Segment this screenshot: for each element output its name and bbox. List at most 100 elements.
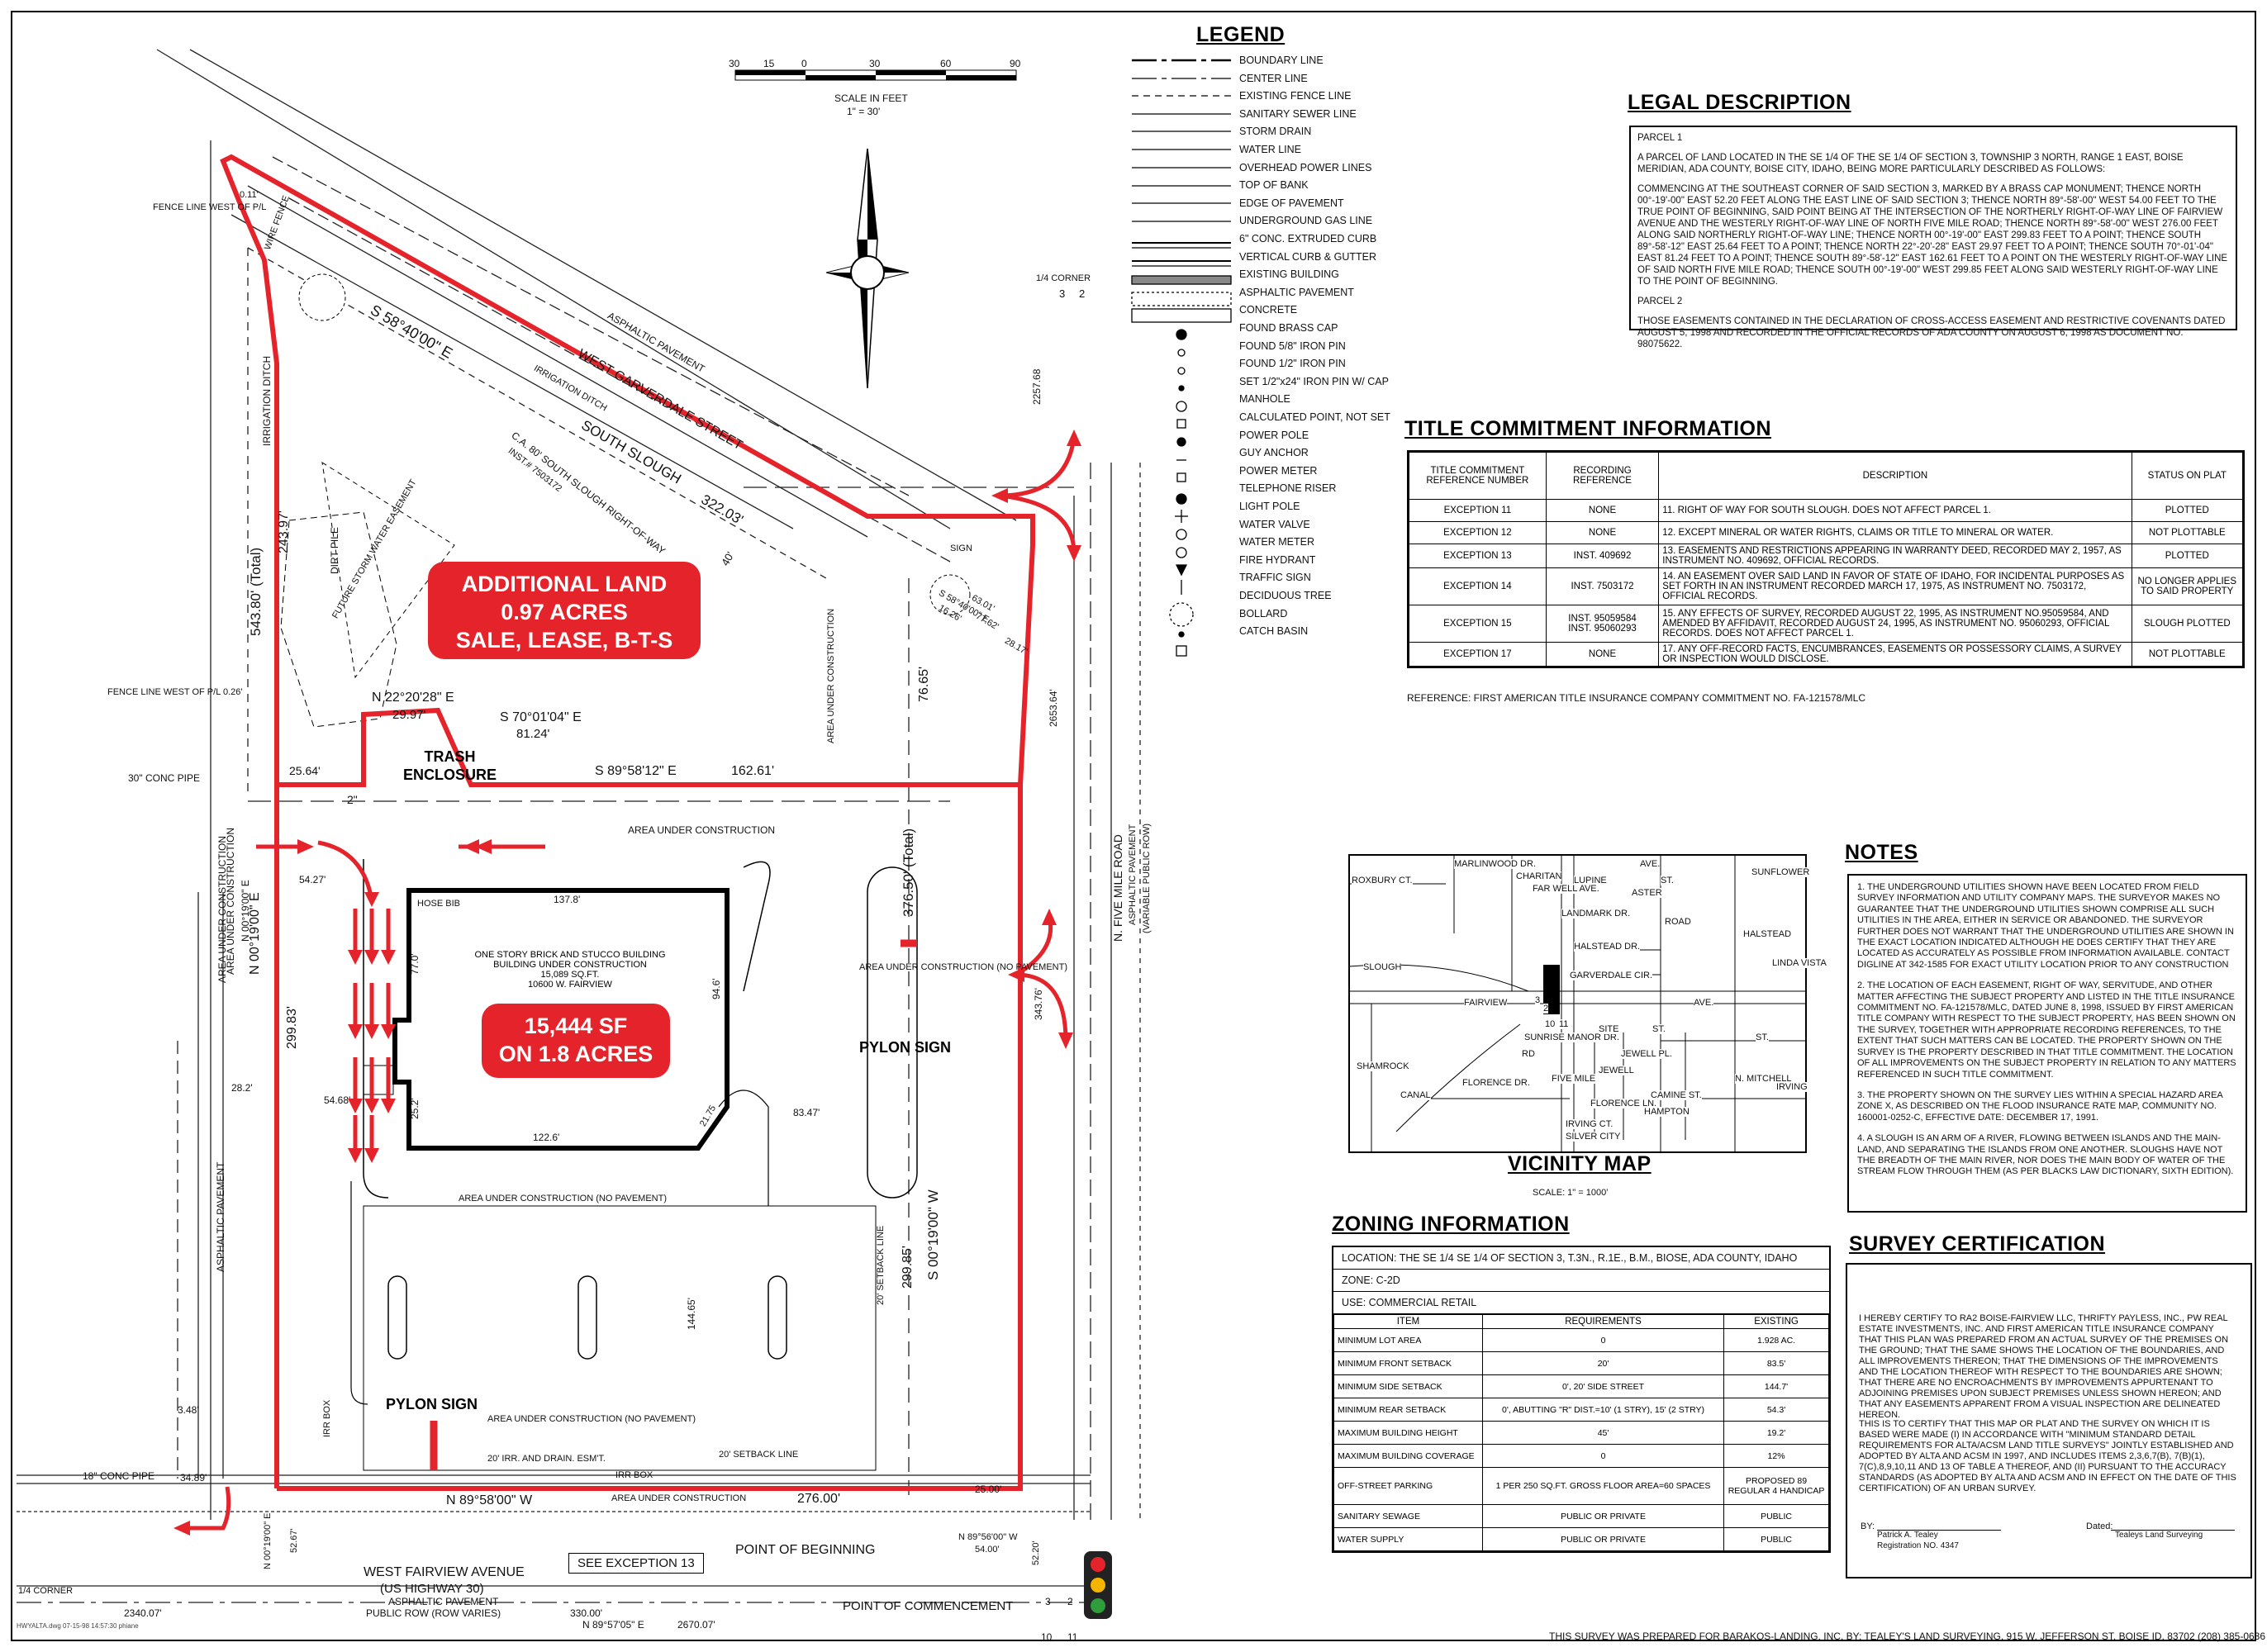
legal-parcel1-head: PARCEL 1	[1637, 133, 1683, 143]
zoning-cell: 54.3'	[1723, 1398, 1829, 1422]
tc-cell: 13. EASEMENTS AND RESTRICTIONS APPEARING…	[1658, 544, 2132, 568]
zoning-header-cell: REQUIREMENTS	[1481, 1314, 1725, 1329]
legend-title: LEGEND	[1196, 23, 1286, 46]
plan-label-d2500: 25.00'	[975, 1483, 1002, 1495]
plan-label-d299: 299.83'	[285, 1006, 299, 1049]
plan-label-d267007: 2670.07'	[677, 1619, 715, 1631]
plan-label-d234007: 2340.07'	[124, 1607, 162, 1619]
vicinity-title: VICINITY MAP	[1508, 1152, 1652, 1175]
zoning-cell: 144.7'	[1723, 1374, 1829, 1398]
plan-label-hose-bib: HOSE BIB	[417, 899, 460, 909]
legend-item: BOLLARD	[1239, 607, 1288, 620]
building-footprint	[392, 888, 730, 1151]
vicinity-label: CAMINE ST.	[1651, 1090, 1702, 1100]
plan-label-area-uc7: AREA UNDER CONSTRUCTION	[611, 1493, 747, 1503]
legend-item: CALCULATED POINT, NOT SET	[1239, 411, 1390, 423]
plan-label-d5400: 54.00'	[975, 1545, 1000, 1555]
scale-bar	[734, 69, 1017, 81]
plan-label-s0019: S 00°19'00" W	[925, 1189, 941, 1280]
see-exception-box: SEE EXCEPTION 13	[568, 1553, 704, 1574]
plan-label-three2: 3	[1059, 287, 1066, 300]
legal-parcel2-head: PARCEL 2	[1637, 297, 1683, 306]
plan-label-us-hwy: (US HIGHWAY 30)	[380, 1582, 484, 1596]
legend-item: POWER METER	[1239, 464, 1318, 477]
zoning-cell: PROPOSED 89 REGULAR 4 HANDICAP	[1723, 1467, 1829, 1505]
tc-cell: 14. AN EASEMENT OVER SAID LAND IN FAVOR …	[1658, 567, 2132, 605]
vicinity-label: JEWELL	[1599, 1066, 1634, 1075]
legend-item: MANHOLE	[1239, 393, 1290, 406]
plan-label-n8958: N 89°58'00" W	[446, 1493, 533, 1507]
legend-item: CATCH BASIN	[1239, 625, 1309, 638]
plan-label-fence-line: FENCE LINE WEST OF P/L	[153, 202, 267, 212]
plan-label-d37650: 376.50' (Total)	[901, 828, 916, 917]
vicinity-label: LINDA VISTA	[1772, 958, 1827, 968]
legend-item: TRAFFIC SIGN	[1239, 572, 1311, 584]
cert-date-line	[2111, 1530, 2235, 1531]
plan-label-d2564: 25.64'	[289, 764, 321, 777]
legend-symbols	[1131, 59, 1232, 657]
vicinity-label: SITE	[1599, 1024, 1619, 1034]
plan-label-d2: 2"	[347, 793, 358, 806]
vicinity-label: SHAMROCK	[1357, 1061, 1409, 1071]
plan-label-five-mile3: (VARIABLE PUBLIC ROW)	[1142, 823, 1152, 933]
zoning-cell: 0', ABUTTING "R" DIST.=10' (1 STRY), 15'…	[1481, 1398, 1725, 1422]
building-desc-2: BUILDING UNDER CONSTRUCTION	[493, 960, 647, 970]
tc-cell: PLOTTED	[2131, 544, 2244, 568]
legend-item: FOUND 1/2" IRON PIN	[1239, 358, 1346, 370]
plan-label-d16261: 162.61'	[731, 764, 774, 778]
parking-islands	[350, 859, 918, 1471]
legend-item: LIGHT POLE	[1239, 501, 1300, 512]
plan-label-three: 3	[1045, 1596, 1051, 1607]
legend-item: GUY ANCHOR	[1239, 447, 1309, 459]
plan-label-public-row: PUBLIC ROW (ROW VARIES)	[366, 1607, 501, 1619]
tc-cell: EXCEPTION 14	[1409, 567, 1547, 605]
zoning-location: LOCATION: THE SE 1/4 SE 1/4 OF SECTION 3…	[1333, 1247, 1829, 1270]
plan-label-d282: 28.2'	[231, 1082, 253, 1094]
note-item: 1. THE UNDERGROUND UTILITIES SHOWN HAVE …	[1857, 882, 2234, 970]
zoning-cell: 20'	[1481, 1351, 1725, 1375]
zoning-cell: PUBLIC OR PRIVATE	[1481, 1504, 1725, 1528]
vicinity-streets	[1348, 855, 1806, 1152]
zoning-cell: 1 PER 250 SQ.FT. GROSS FLOOR AREA=60 SPA…	[1481, 1467, 1725, 1505]
plan-label-n0019c: N 00°19'00" E	[240, 880, 251, 942]
vicinity-label: SILVER CITY	[1566, 1132, 1621, 1142]
legend-item: TELEPHONE RISER	[1239, 482, 1337, 495]
plan-label-conc-pipe30: 30" CONC PIPE	[128, 772, 200, 784]
legend-item: POWER POLE	[1239, 429, 1309, 441]
plan-label-eleven: 11	[1067, 1631, 1078, 1643]
building-size-line-2: ON 1.8 ACRES	[498, 1042, 653, 1066]
zoning-cell: 0', 20' SIDE STREET	[1481, 1374, 1725, 1398]
zoning-cell: 45'	[1481, 1421, 1725, 1445]
tc-cell: INST. 95059584 INST. 95060293	[1545, 605, 1660, 643]
cert-firm: Tealeys Land Surveying	[2115, 1531, 2203, 1540]
zoning-cell: MINIMUM REAR SETBACK	[1333, 1398, 1483, 1422]
zoning-header-cell: EXISTING	[1723, 1314, 1829, 1329]
note-item: 3. THE PROPERTY SHOWN ON THE SURVEY LIES…	[1857, 1089, 2223, 1123]
plan-label-fence-line2: FENCE LINE WEST OF P/L 0.26'	[107, 687, 243, 697]
plan-label-two2: 2	[1079, 287, 1086, 300]
additional-land-callout: ADDITIONAL LAND 0.97 ACRES SALE, LEASE, …	[428, 562, 701, 659]
plan-label-d252: 25.2'	[409, 1098, 421, 1119]
plan-label-n0019b: N 00°19'00" E	[263, 1512, 273, 1569]
plan-label-setback20: 20' SETBACK LINE	[876, 1225, 886, 1305]
note-item: 2. THE LOCATION OF EACH EASEMENT, RIGHT …	[1857, 980, 2236, 1080]
zoning-table-wrap: LOCATION: THE SE 1/4 SE 1/4 OF SECTION 3…	[1332, 1246, 1831, 1553]
additional-line-1: ADDITIONAL LAND	[461, 572, 668, 596]
plan-label-d225768: 2257.68	[1031, 368, 1043, 405]
tc-header-cell: RECORDING REFERENCE	[1545, 452, 1660, 500]
legend-item: OVERHEAD POWER LINES	[1239, 161, 1372, 173]
zoning-cell: MINIMUM LOT AREA	[1333, 1328, 1483, 1352]
pylon-sign-label-east: PYLON SIGN	[859, 1039, 952, 1056]
note-item: 4. A SLOUGH IS AN ARM OF A RIVER, FLOWIN…	[1857, 1133, 2234, 1177]
title-commitment-title: TITLE COMMITMENT INFORMATION	[1404, 417, 1772, 440]
vicinity-label: SLOUGH	[1363, 962, 1402, 972]
cert-dated: Dated:	[2086, 1521, 2113, 1531]
plan-label-d543: 543.80' (Total)	[248, 547, 264, 636]
